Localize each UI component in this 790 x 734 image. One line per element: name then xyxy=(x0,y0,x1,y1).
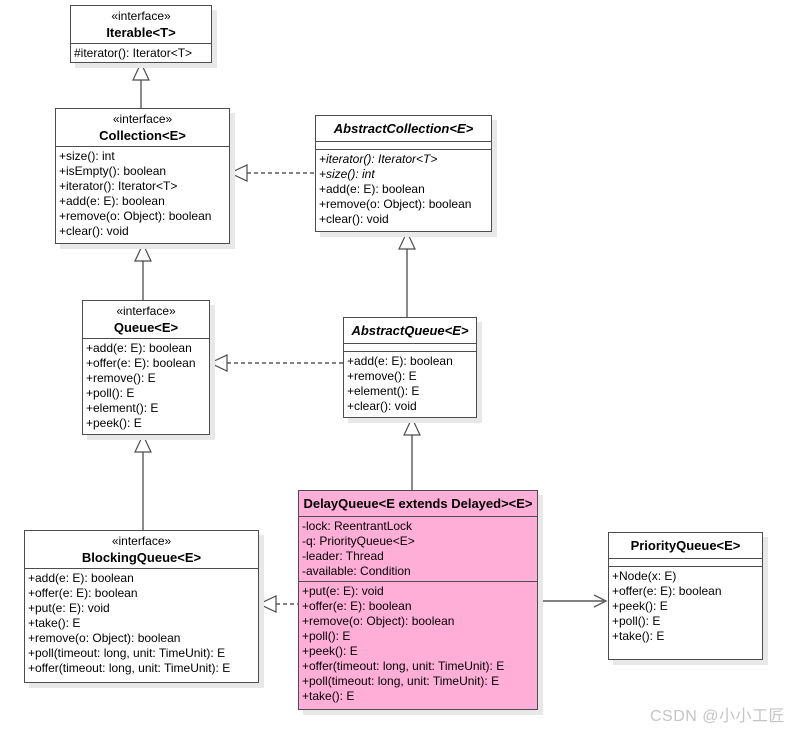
attributes-compartment-empty xyxy=(609,558,762,566)
method-row: +iterator(): Iterator<T> xyxy=(59,179,178,193)
method-row: +remove(o: Object): boolean xyxy=(28,631,181,645)
stereotype-label: «interface» xyxy=(111,9,171,23)
class-blocking-queue: «interface» BlockingQueue<E> +add(e: E):… xyxy=(24,530,259,683)
methods-compartment: +Node(x: E) +offer(e: E): boolean +peek(… xyxy=(609,566,762,659)
class-abstract-queue: AbstractQueue<E> +add(e: E): boolean +re… xyxy=(343,317,477,418)
method-row: +add(e: E): boolean xyxy=(59,194,165,208)
method-row: +add(e: E): boolean xyxy=(319,182,425,196)
methods-compartment: +iterator(): Iterator<T> +size(): int +a… xyxy=(316,149,491,231)
class-queue-title: «interface» Queue<E> xyxy=(83,301,209,338)
class-name: AbstractCollection<E> xyxy=(333,121,474,136)
method-row: +offer(e: E): boolean xyxy=(28,586,138,600)
method-row: +poll(): E xyxy=(302,629,351,643)
methods-compartment: +put(e: E): void +offer(e: E): boolean +… xyxy=(299,581,537,709)
method-row: +take(): E xyxy=(28,616,81,630)
class-name: Iterable<T> xyxy=(106,25,176,40)
class-abstract-queue-title: AbstractQueue<E> xyxy=(344,318,476,343)
class-name: PriorityQueue<E> xyxy=(630,538,741,553)
attribute-row: -q: PriorityQueue<E> xyxy=(302,534,415,548)
realization-abstractcollection-to-collection xyxy=(228,164,315,182)
class-priority-queue-title: PriorityQueue<E> xyxy=(609,533,762,558)
class-iterable: «interface» Iterable<T> #iterator(): Ite… xyxy=(70,5,212,63)
method-row: +remove(): E xyxy=(347,369,417,383)
generalization-delayqueue-to-abstractqueue xyxy=(403,416,421,490)
class-priority-queue: PriorityQueue<E> +Node(x: E) +offer(e: E… xyxy=(608,532,763,660)
generalization-queue-to-collection xyxy=(134,242,152,300)
stereotype-label: «interface» xyxy=(112,112,173,126)
method-row: +Node(x: E) xyxy=(612,569,677,583)
class-name: Collection<E> xyxy=(99,128,186,143)
class-queue: «interface» Queue<E> +add(e: E): boolean… xyxy=(82,300,210,435)
attributes-compartment: -lock: ReentrantLock -q: PriorityQueue<E… xyxy=(299,516,537,581)
method-row: +element(): E xyxy=(347,384,420,398)
class-name: BlockingQueue<E> xyxy=(81,550,202,565)
class-iterable-title: «interface» Iterable<T> xyxy=(71,6,211,43)
method-row: +offer(e: E): boolean xyxy=(86,356,196,370)
method-row: +clear(): void xyxy=(59,224,129,238)
method-row: +put(e: E): void xyxy=(302,584,384,598)
stereotype-label: «interface» xyxy=(116,304,176,318)
method-row: +add(e: E): boolean xyxy=(86,341,192,355)
method-row: +add(e: E): boolean xyxy=(347,354,453,368)
class-name: Queue<E> xyxy=(113,320,179,335)
method-row: +offer(timeout: long, unit: TimeUnit): E xyxy=(28,661,231,675)
methods-compartment: +add(e: E): boolean +offer(e: E): boolea… xyxy=(83,338,209,434)
methods-compartment: #iterator(): Iterator<T> xyxy=(71,43,211,62)
method-row: +poll(timeout: long, unit: TimeUnit): E xyxy=(302,674,500,688)
method-row: +iterator(): Iterator<T> xyxy=(319,152,438,166)
method-row: +poll(): E xyxy=(86,386,135,400)
attribute-row: -lock: ReentrantLock xyxy=(302,519,413,533)
class-abstract-collection-title: AbstractCollection<E> xyxy=(316,116,491,141)
realization-abstractqueue-to-queue xyxy=(208,354,343,372)
method-row: +peek(): E xyxy=(86,416,142,430)
method-row: +put(e: E): void xyxy=(28,601,110,615)
association-delayqueue-to-priorityqueue xyxy=(538,594,608,608)
class-abstract-collection: AbstractCollection<E> +iterator(): Itera… xyxy=(315,115,492,232)
method-row: +remove(o: Object): boolean xyxy=(319,197,472,211)
method-row: +isEmpty(): boolean xyxy=(59,164,167,178)
method-row: +offer(e: E): boolean xyxy=(302,599,412,613)
attribute-row: -available: Condition xyxy=(302,564,411,578)
method-row: +peek(): E xyxy=(612,599,668,613)
method-row: +remove(o: Object): boolean xyxy=(302,614,455,628)
watermark: CSDN @小小工匠 xyxy=(649,708,785,725)
stereotype-label: «interface» xyxy=(111,534,172,548)
generalization-blockingqueue-to-queue xyxy=(134,433,152,530)
method-row: +add(e: E): boolean xyxy=(28,571,134,585)
attribute-row: -leader: Thread xyxy=(302,549,384,563)
method-row: +remove(o: Object): boolean xyxy=(59,209,212,223)
generalization-abstractqueue-to-abstractcollection xyxy=(398,230,416,317)
class-delay-queue: DelayQueue<E extends Delayed><E> -lock: … xyxy=(298,490,538,710)
method-row: +offer(timeout: long, unit: TimeUnit): E xyxy=(302,659,505,673)
method-row: +size(): int xyxy=(59,149,115,163)
method-row: +take(): E xyxy=(612,629,665,643)
class-name: DelayQueue<E extends Delayed><E> xyxy=(303,496,533,511)
methods-compartment: +add(e: E): boolean +offer(e: E): boolea… xyxy=(25,568,258,682)
method-row: +take(): E xyxy=(302,689,355,703)
realization-delayqueue-to-blockingqueue xyxy=(257,595,298,613)
methods-compartment: +add(e: E): boolean +remove(): E +elemen… xyxy=(344,351,476,417)
class-name: AbstractQueue<E> xyxy=(351,323,469,338)
class-delay-queue-title: DelayQueue<E extends Delayed><E> xyxy=(299,491,537,516)
methods-compartment: +size(): int +isEmpty(): boolean +iterat… xyxy=(56,146,229,243)
method-row: +clear(): void xyxy=(319,212,389,226)
class-collection-title: «interface» Collection<E> xyxy=(56,109,229,146)
method-row: +poll(timeout: long, unit: TimeUnit): E xyxy=(28,646,226,660)
class-collection: «interface» Collection<E> +size(): int +… xyxy=(55,108,230,244)
attributes-compartment-empty xyxy=(316,141,491,149)
generalization-collection-to-iterable xyxy=(132,61,150,108)
class-blocking-queue-title: «interface» BlockingQueue<E> xyxy=(25,531,258,568)
method-row: +peek(): E xyxy=(302,644,358,658)
method-row: +offer(e: E): boolean xyxy=(612,584,722,598)
method-row: #iterator(): Iterator<T> xyxy=(74,46,193,60)
method-row: +element(): E xyxy=(86,401,159,415)
method-row: +poll(): E xyxy=(612,614,661,628)
method-row: +size(): int xyxy=(319,167,375,181)
method-row: +remove(): E xyxy=(86,371,156,385)
method-row: +clear(): void xyxy=(347,399,417,413)
attributes-compartment-empty xyxy=(344,343,476,351)
